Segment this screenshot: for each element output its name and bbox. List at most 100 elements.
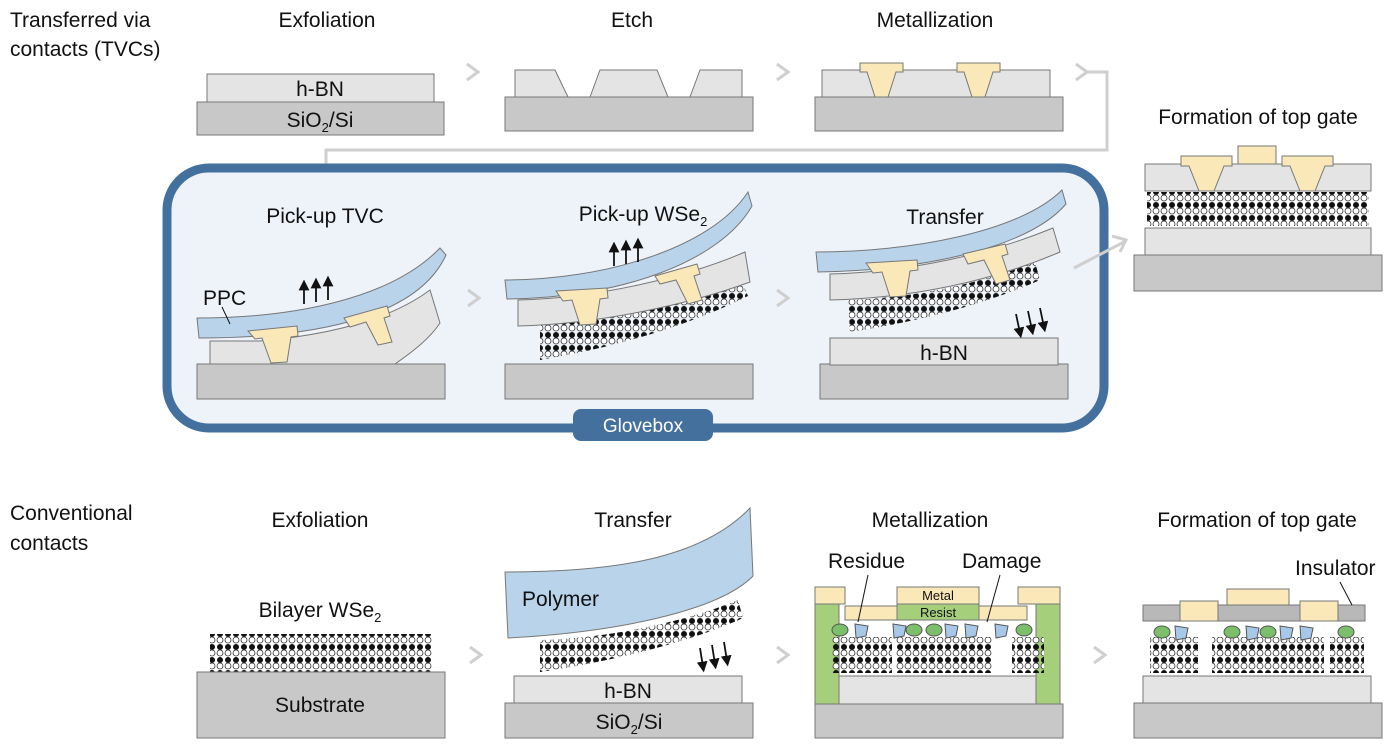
tvc-etch-stack: [504, 69, 754, 132]
conv-top-gate-stack: Insulator: [1133, 557, 1383, 739]
substrate-label: Substrate: [275, 694, 365, 717]
insulator-leader: [1339, 581, 1353, 606]
insulator-label: Insulator: [1295, 557, 1376, 580]
residue-blob: [831, 623, 849, 637]
substrate-block: [196, 363, 446, 400]
substrate-block: [1133, 254, 1383, 292]
ppc-leader: [221, 306, 231, 325]
substrate-block: [814, 96, 1064, 132]
substrate-block: [504, 702, 754, 739]
resist-label: Resist: [920, 605, 957, 620]
wse2-fragment: [896, 637, 992, 673]
flow-arrow-icon: [466, 62, 481, 82]
conv-row-label-2: contacts: [10, 532, 88, 555]
sio2-label: SiO2/Si: [287, 109, 354, 135]
flow-arrow-icon: [776, 62, 791, 82]
glovebox-badge: [573, 409, 713, 441]
flow-arrow-icon: [1075, 62, 1090, 82]
damage-leader: [986, 574, 1001, 623]
metal-contact: [962, 243, 1011, 285]
metal-contact: [246, 325, 299, 364]
tvc-metallization-title: Metallization: [877, 9, 994, 32]
hbn-flake: [821, 675, 1055, 705]
residue-leader: [857, 574, 869, 623]
substrate-block: [504, 363, 754, 400]
resist-block: [896, 603, 980, 621]
flow-arrow-icon: [467, 288, 482, 308]
tvc-exfoliation-stack: h-BN SiO2/Si: [196, 73, 445, 136]
substrate-block: [814, 703, 1064, 739]
flow-arrow-icon: [776, 288, 791, 308]
transfer-title: Transfer: [906, 206, 983, 229]
hbn-label: h-BN: [604, 680, 652, 703]
residue-blob: [1223, 625, 1241, 639]
residue-label: Residue: [828, 550, 905, 573]
flow-arrow-icon: [776, 645, 791, 665]
metal-contact: [555, 287, 609, 326]
down-arrow-icon: [696, 647, 708, 673]
pickup-wse2-stack: [504, 190, 754, 400]
substrate-block: [504, 96, 754, 132]
tvc-exfoliation-title: Exfoliation: [279, 9, 376, 32]
hbn-label: h-BN: [920, 342, 968, 365]
etched-hbn: [689, 69, 743, 98]
flow-arrow-icon: [469, 645, 484, 665]
damage-blob: [964, 623, 979, 639]
glovebox-label: Glovebox: [603, 416, 684, 437]
metal-contact: [1180, 155, 1233, 192]
conv-exfoliation-title: Exfoliation: [272, 509, 369, 532]
wse2-bilayer: [1147, 192, 1369, 226]
conv-transfer-stack: SiO2/Si h-BN Polymer: [504, 506, 754, 739]
tvc-top-gate-stack: [1133, 145, 1383, 292]
residue-blob: [1015, 623, 1033, 637]
down-arrow-icon: [708, 644, 720, 670]
tvc-etch-title: Etch: [611, 9, 653, 32]
wse2-fragment: [1012, 637, 1044, 673]
conv-exfoliation-stack: Bilayer WSe2 Substrate: [196, 599, 446, 739]
metal-contact: [1299, 600, 1339, 622]
flow-arrow-icon: [1111, 234, 1129, 253]
tvc-row-label-2: contacts (TVCs): [10, 38, 161, 61]
metal-contact: [654, 263, 703, 305]
wse2-fragment: [832, 637, 892, 673]
hbn-flake: [829, 337, 1059, 366]
exit-arrow-line: [1073, 240, 1125, 270]
residue-blob: [1153, 625, 1171, 639]
wse2-bilayer: [540, 600, 743, 672]
wse2-fragment: [1212, 637, 1324, 673]
down-arrow-icon: [1037, 307, 1049, 333]
damage-blob: [994, 623, 1009, 639]
residue-blob: [1337, 625, 1355, 639]
wse2-bilayer: [210, 634, 432, 672]
transfer-polymer: [504, 506, 754, 639]
down-arrow-icon: [720, 641, 732, 667]
substrate-block: [1133, 702, 1383, 739]
wse2-fragment: [1150, 637, 1198, 673]
hbn-flake: [821, 69, 1051, 98]
down-arrow-icon: [1013, 313, 1025, 339]
pickup-wse2-title: Pick-up WSe2: [579, 203, 708, 229]
conv-metallization-stack: Metal Resist Residue Damage: [814, 550, 1064, 739]
residue-blob: [905, 623, 923, 637]
metal-contact: [865, 259, 919, 298]
metal-pad: [1017, 586, 1061, 605]
damage-blob: [1279, 625, 1294, 641]
wse2-fragment: [1330, 637, 1364, 673]
hbn-label: h-BN: [296, 78, 344, 101]
hbn-flake: [1142, 675, 1372, 704]
damage-blob: [944, 623, 959, 639]
polymer-label: Polymer: [522, 588, 599, 611]
top-gate-electrode: [1226, 588, 1290, 606]
metal-label: Metal: [922, 588, 954, 603]
top-gate-electrode: [1237, 145, 1277, 165]
pickup-tvc-stack: PPC: [196, 247, 447, 400]
hbn-flake: [513, 675, 743, 704]
bilayer-label: Bilayer WSe2: [259, 599, 382, 625]
damage-blob: [1245, 625, 1260, 641]
ppc-label: PPC: [203, 287, 246, 310]
damage-blob: [854, 623, 869, 639]
substrate-block: [819, 363, 1069, 400]
metal-contact: [1281, 155, 1334, 192]
